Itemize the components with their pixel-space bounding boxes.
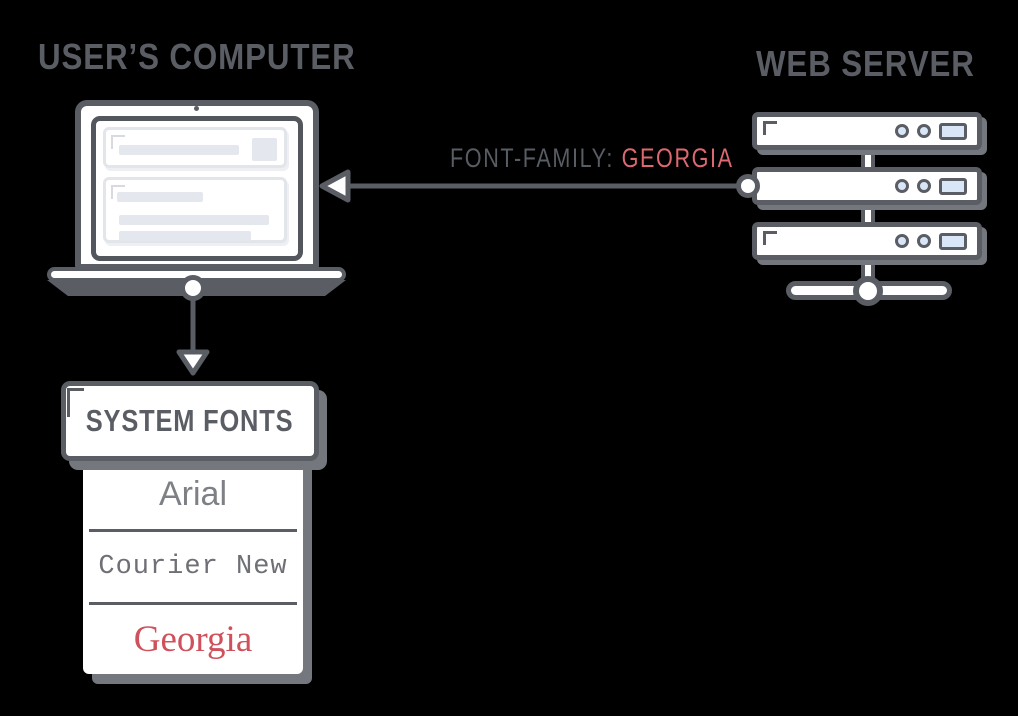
system-fonts-header: SYSTEM FONTS [61, 381, 319, 461]
server-light-icon [917, 234, 931, 248]
screen-card-bottom [103, 177, 287, 243]
server-connector [861, 146, 875, 171]
placeholder-bar [119, 215, 269, 225]
server-unit-3 [752, 222, 982, 260]
font-list-item-georgia: Georgia [133, 618, 253, 660]
placeholder-bar [119, 145, 239, 155]
laptop-connector-node [180, 275, 206, 301]
server-connector [861, 201, 875, 226]
server-drive-slot-icon [939, 122, 967, 140]
webcam-dot-icon [194, 106, 199, 111]
corner-bracket-icon [111, 135, 125, 149]
list-divider [89, 529, 297, 533]
server-unit-2 [752, 167, 982, 205]
placeholder-bar [119, 231, 251, 241]
list-divider [89, 601, 297, 605]
server-drive-slot-icon [939, 232, 967, 250]
font-list-item-arial: Arial [158, 475, 228, 514]
system-fonts-list: Arial Courier New Georgia [83, 460, 303, 674]
placeholder-square [252, 138, 277, 161]
arrow-left-icon [319, 169, 752, 203]
server-light-icon [895, 124, 909, 138]
server-light-icon [917, 179, 931, 193]
font-list-item-courier-new: Courier New [98, 551, 288, 582]
server-light-icon [895, 179, 909, 193]
placeholder-bar [117, 192, 203, 202]
request-property-text: FONT-FAMILY: [450, 143, 615, 173]
users-computer-heading: USER’S COMPUTER [38, 36, 356, 77]
server-output-node [736, 174, 760, 198]
arrow-down-icon [176, 299, 210, 376]
server-light-icon [895, 234, 909, 248]
corner-bracket-icon [111, 185, 125, 199]
font-family-request-label: FONT-FAMILY: GEORGIA [450, 143, 734, 174]
web-server-heading: WEB SERVER [756, 43, 975, 84]
corner-bracket-icon [763, 121, 777, 135]
server-light-icon [917, 124, 931, 138]
screen-card-top [103, 127, 287, 168]
laptop-screen [91, 116, 303, 261]
corner-bracket-icon [763, 231, 777, 245]
server-base-node [853, 276, 883, 306]
corner-bracket-icon [67, 388, 84, 417]
server-unit-1 [752, 112, 982, 150]
request-value-text: GEORGIA [621, 143, 734, 173]
system-fonts-title: SYSTEM FONTS [86, 403, 294, 438]
server-drive-slot-icon [939, 177, 967, 195]
